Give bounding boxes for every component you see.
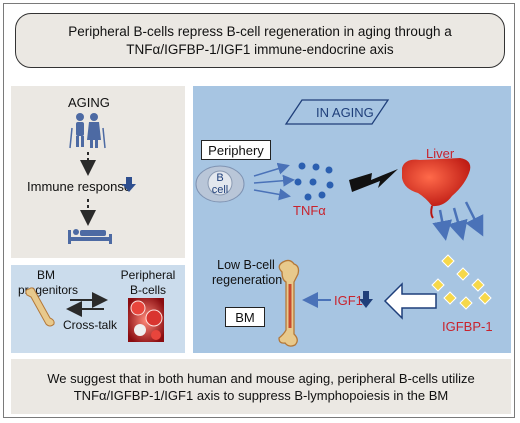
figure-title: Peripheral B-cells repress B-cell regene… bbox=[15, 13, 505, 68]
hollow-arrow-left bbox=[383, 282, 437, 320]
liver-label: Liver bbox=[426, 146, 455, 161]
femur-bone-icon bbox=[278, 259, 300, 347]
tnfa-molecules bbox=[294, 162, 334, 201]
bcell-arrow-2 bbox=[253, 174, 295, 187]
igfbp1-molecules bbox=[431, 254, 492, 310]
igf1-down-arrow-icon bbox=[359, 291, 373, 308]
low-regeneration-label: Low B-cell regeneration bbox=[212, 258, 283, 287]
liver-arrow-1 bbox=[432, 209, 452, 241]
in-aging-banner bbox=[284, 99, 390, 125]
liver-arrow-3 bbox=[464, 201, 484, 237]
igfbp1-label: IGFBP-1 bbox=[442, 319, 493, 334]
periphery-label: Periphery bbox=[208, 142, 264, 158]
periphery-label-box: Periphery bbox=[201, 140, 271, 160]
sick-bed-icon bbox=[68, 229, 112, 244]
peripheral-bcells-label: Peripheral B-cells bbox=[120, 268, 176, 297]
conclusion-text: We suggest that in both human and mouse … bbox=[47, 370, 475, 403]
immune-down-arrow-icon bbox=[122, 177, 136, 192]
bcell-arrow-3 bbox=[253, 188, 291, 201]
aging-panel bbox=[11, 86, 185, 258]
bm-label: BM bbox=[235, 309, 255, 325]
igf1-label: IGF1 bbox=[334, 293, 363, 308]
liver-icon bbox=[402, 158, 471, 207]
conclusion-box: We suggest that in both human and mouse … bbox=[11, 359, 511, 414]
aging-label: AGING bbox=[68, 95, 110, 110]
bcell-label: B cell bbox=[211, 172, 229, 196]
tnfa-label: TNFα bbox=[293, 203, 326, 218]
elderly-couple-icon bbox=[69, 113, 106, 149]
in-aging-label: IN AGING bbox=[316, 105, 374, 120]
bm-label-box: BM bbox=[225, 307, 265, 327]
figure-frame bbox=[3, 3, 515, 418]
liver-arrow-2 bbox=[448, 207, 468, 241]
immune-response-label: Immune response bbox=[27, 179, 132, 194]
lightning-bolt-icon bbox=[349, 169, 398, 192]
bone-icon bbox=[25, 287, 55, 327]
blood-cells-image bbox=[128, 298, 164, 342]
bcell-nucleus bbox=[207, 170, 233, 196]
crosstalk-label: Cross-talk bbox=[63, 318, 118, 332]
bcell-arrow-1 bbox=[253, 162, 290, 177]
